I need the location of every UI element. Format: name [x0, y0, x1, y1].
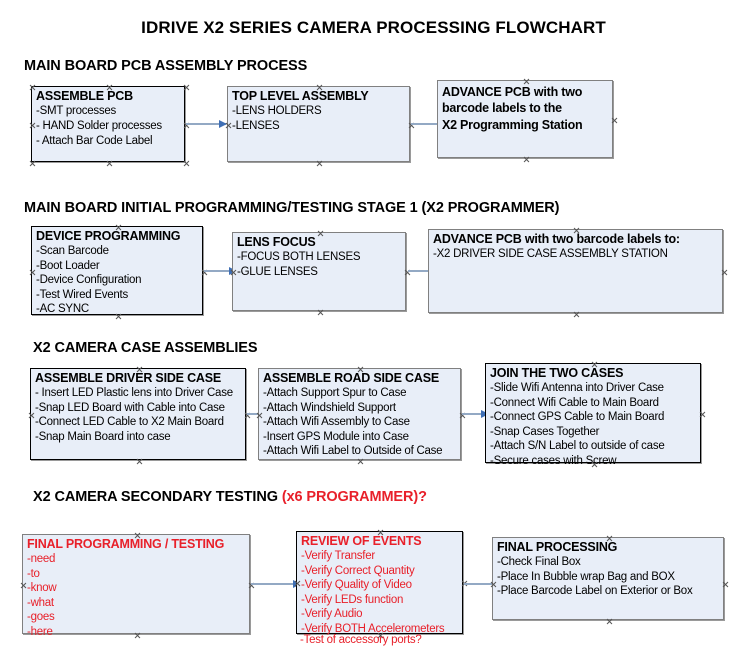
node-title: ADVANCE PCB with two	[442, 85, 583, 99]
resize-handle[interactable]	[29, 84, 36, 91]
connector-arrow	[186, 120, 227, 128]
node-title: REVIEW OF EVENTS	[301, 534, 422, 548]
resize-handle[interactable]	[183, 160, 190, 167]
resize-handle[interactable]	[106, 160, 113, 167]
node-line: -Attach Wifi Label to Outside of Case	[263, 445, 443, 458]
node-line: -FOCUS BOTH LENSES	[237, 251, 361, 263]
node-line: -Snap Main Board into case	[35, 430, 171, 443]
resize-handle[interactable]	[573, 311, 580, 318]
node-line: -GLUE LENSES	[237, 265, 318, 278]
node-line: -to	[27, 567, 40, 580]
node-title: ASSEMBLE PCB	[36, 89, 133, 103]
node-top-level-assembly[interactable]: TOP LEVEL ASSEMBLY -LENS HOLDERS -LENSES	[227, 86, 410, 162]
section-heading-3: X2 CAMERA CASE ASSEMBLIES	[33, 340, 258, 356]
connector-arrow	[251, 580, 301, 588]
resize-handle[interactable]	[28, 412, 35, 419]
node-title: LENS FOCUS	[237, 235, 316, 249]
section-heading-4: X2 CAMERA SECONDARY TESTING (x6 PROGRAMM…	[33, 489, 427, 505]
resize-handle[interactable]	[29, 160, 36, 167]
section-heading-2: MAIN BOARD INITIAL PROGRAMMING/TESTING S…	[24, 200, 560, 216]
node-line: -Verify Correct Quantity	[301, 564, 415, 577]
node-line: -Scan Barcode	[36, 245, 109, 257]
node-final-processing[interactable]: FINAL PROCESSING -Check Final Box -Place…	[492, 537, 724, 620]
node-title: ASSEMBLE DRIVER SIDE CASE	[35, 371, 222, 385]
node-line: -Boot Loader	[36, 259, 100, 272]
node-line: X2 Programming Station	[442, 118, 583, 132]
node-advance-pcb-station[interactable]: ADVANCE PCB with two barcode labels to t…	[437, 80, 613, 158]
node-line: -Verify Audio	[301, 608, 363, 621]
resize-handle[interactable]	[29, 122, 36, 129]
node-line: -LENSES	[232, 119, 280, 132]
node-line: -goes	[27, 611, 55, 624]
node-title: ASSEMBLE ROAD SIDE CASE	[263, 371, 439, 385]
node-line: -Verify Transfer	[301, 550, 375, 562]
node-title: FINAL PROGRAMMING / TESTING	[27, 537, 225, 551]
resize-handle[interactable]	[721, 269, 728, 276]
page-title: IDRIVE X2 SERIES CAMERA PROCESSING FLOWC…	[141, 18, 606, 37]
node-title: DEVICE PROGRAMMING	[36, 229, 181, 243]
node-lens-focus[interactable]: LENS FOCUS -FOCUS BOTH LENSES -GLUE LENS…	[232, 232, 406, 311]
node-line: -Verify Quality of Video	[301, 579, 412, 592]
node-final-programming-testing[interactable]: FINAL PROGRAMMING / TESTING -need -to -k…	[20, 534, 250, 638]
node-line: -know	[27, 582, 57, 595]
node-line: -Connect Wifi Cable to Main Board	[490, 396, 659, 409]
node-line-overflow: -Test of accessory ports?	[300, 634, 422, 646]
node-line: -Place In Bubble wrap Bag and BOX	[497, 570, 675, 583]
node-line: -what	[27, 596, 54, 609]
node-line: -SMT processes	[36, 105, 117, 117]
node-line: - HAND Solder processes	[36, 120, 162, 132]
arrow-head-icon	[219, 120, 227, 128]
node-line: -Device Configuration	[36, 274, 142, 287]
resize-handle[interactable]	[20, 582, 27, 589]
node-line: -Attach S/N Label to outside of case	[490, 440, 665, 453]
node-device-programming[interactable]: DEVICE PROGRAMMING -Scan Barcode -Boot L…	[31, 226, 203, 315]
node-line: -Attach Windshield Support	[263, 401, 396, 414]
node-line: -Secure cases with Screw	[490, 454, 617, 467]
node-review-of-events[interactable]: REVIEW OF EVENTS -Verify Transfer -Verif…	[296, 531, 463, 635]
resize-handle[interactable]	[29, 269, 36, 276]
node-line: -Attach Support Spur to Case	[263, 387, 407, 399]
resize-handle[interactable]	[523, 78, 530, 85]
node-line: -AC SYNC	[36, 303, 89, 316]
node-assemble-road-side-case[interactable]: ASSEMBLE ROAD SIDE CASE -Attach Support …	[258, 368, 461, 460]
node-line: -Connect GPS Cable to Main Board	[490, 411, 665, 424]
resize-handle[interactable]	[523, 156, 530, 163]
node-line: -LENS HOLDERS	[232, 105, 322, 117]
node-line: - Attach Bar Code Label	[36, 135, 153, 147]
node-line: -need	[27, 553, 56, 565]
node-line: -Check Final Box	[497, 556, 581, 568]
node-line: -Snap Cases Together	[490, 425, 600, 438]
node-line: -Attach Wifi Assembly to Case	[263, 416, 410, 429]
node-title: TOP LEVEL ASSEMBLY	[232, 89, 369, 103]
node-line: -Snap LED Board with Cable into Case	[35, 401, 225, 414]
node-line: -Slide Wifi Antenna into Driver Case	[490, 382, 664, 394]
node-assemble-driver-side-case[interactable]: ASSEMBLE DRIVER SIDE CASE - Insert LED P…	[30, 368, 246, 460]
node-title: ADVANCE PCB with two barcode labels to:	[433, 232, 680, 246]
node-line: barcode labels to the	[442, 101, 562, 115]
node-line: -Test Wired Events	[36, 288, 128, 301]
node-line: -X2 DRIVER SIDE CASE ASSEMBLY STATION	[433, 248, 668, 260]
resize-handle[interactable]	[136, 458, 143, 465]
section-heading-4-accent: (x6 PROGRAMMER)?	[281, 489, 427, 505]
resize-handle[interactable]	[606, 618, 613, 625]
node-title: FINAL PROCESSING	[497, 540, 618, 554]
node-line: -Verify BOTH Accelerometers	[301, 622, 445, 635]
section-heading-1: MAIN BOARD PCB ASSEMBLY PROCESS	[24, 58, 308, 74]
node-line: - Insert LED Plastic lens into Driver Ca…	[35, 387, 233, 399]
node-line: -here	[27, 625, 53, 638]
node-advance-pcb-driver-side[interactable]: ADVANCE PCB with two barcode labels to: …	[428, 229, 723, 313]
node-line: -Place Barcode Label on Exterior or Box	[497, 585, 693, 598]
node-title: JOIN THE TWO CASES	[490, 366, 624, 380]
section-heading-4-main: X2 CAMERA SECONDARY TESTING	[33, 489, 282, 505]
resize-handle[interactable]	[316, 160, 323, 167]
resize-handle[interactable]	[317, 309, 324, 316]
node-line: -Connect LED Cable to X2 Main Board	[35, 416, 224, 429]
node-line: -Insert GPS Module into Case	[263, 430, 409, 443]
node-assemble-pcb[interactable]: ASSEMBLE PCB -SMT processes - HAND Solde…	[31, 86, 185, 162]
node-join-the-two-cases[interactable]: JOIN THE TWO CASES -Slide Wifi Antenna i…	[485, 363, 701, 467]
node-line: -Verify LEDs function	[301, 593, 404, 606]
